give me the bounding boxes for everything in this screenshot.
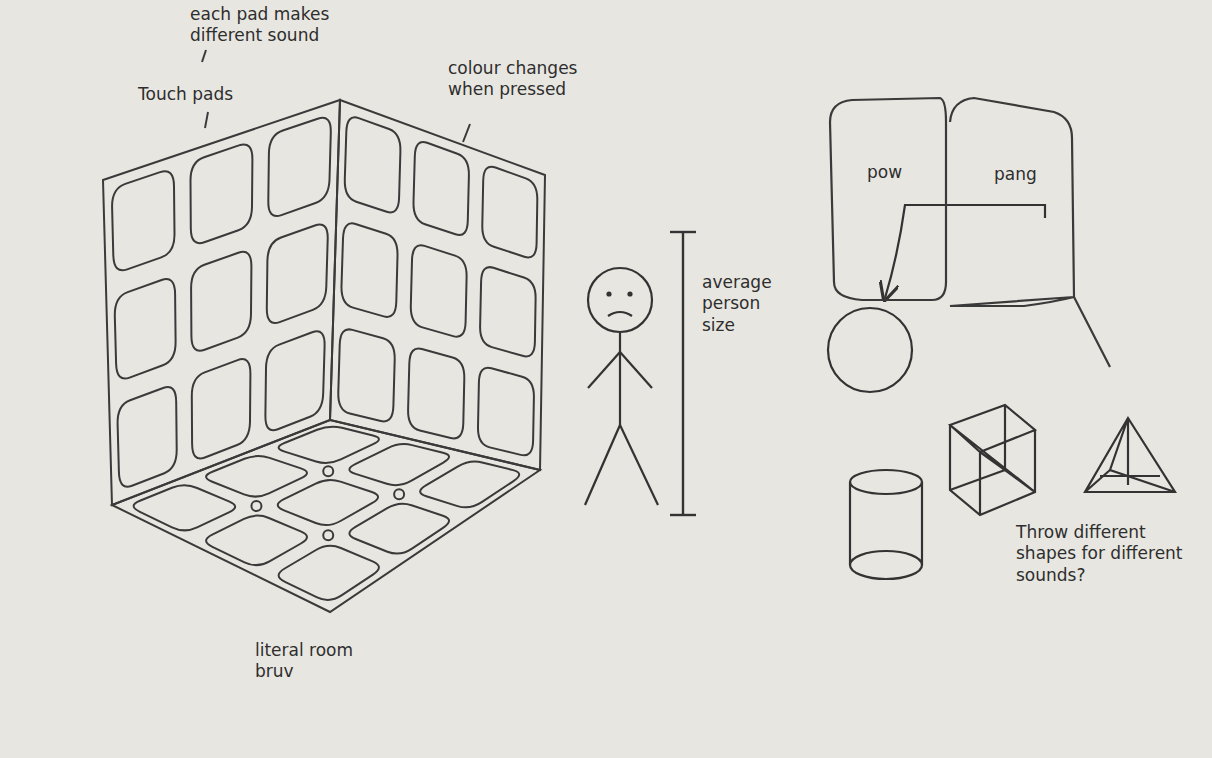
- touch-pad: [349, 444, 449, 485]
- room-drawing: [103, 100, 545, 612]
- touch-pad: [411, 245, 467, 336]
- touch-pad: [345, 117, 401, 212]
- cylinder-side: [849, 482, 851, 565]
- sketch-note: each pad makes different sound: [190, 4, 355, 47]
- sketch-note: literal room bruv: [255, 640, 365, 683]
- room-surface: [330, 100, 545, 470]
- touch-pad: [192, 359, 251, 458]
- room-surface: [103, 100, 340, 505]
- panel-outline: [822, 92, 952, 312]
- scale-bar: [670, 232, 696, 515]
- floor-sensor: [394, 489, 404, 499]
- touch-pad: [134, 485, 236, 530]
- touch-pad: [206, 516, 307, 566]
- sketch-note: Touch pads: [138, 84, 248, 105]
- floor-sensor: [323, 530, 333, 540]
- touch-pad: [206, 456, 307, 497]
- sound-word: pang: [994, 164, 1037, 185]
- leader-line: [205, 112, 208, 128]
- eye: [608, 293, 611, 296]
- touch-pad: [480, 267, 536, 356]
- touch-pad: [478, 368, 534, 456]
- panel-outline: [944, 92, 1124, 377]
- touch-pad: [267, 225, 328, 324]
- touch-pad: [118, 387, 177, 487]
- touch-pad: [279, 546, 379, 600]
- scale-tick: [670, 231, 696, 233]
- leader-line: [463, 124, 470, 142]
- panel-outline-path: [950, 98, 1110, 367]
- wall-panel: pow: [822, 92, 952, 312]
- sketch-note: Throw different shapes for different sou…: [1016, 522, 1196, 586]
- touch-pad: [115, 279, 176, 379]
- eye: [629, 293, 632, 296]
- leg: [585, 425, 620, 505]
- leg: [620, 425, 658, 505]
- panel-outline-path: [830, 98, 946, 300]
- ball: [828, 308, 912, 392]
- sketch-note: colour changes when pressed: [448, 58, 598, 101]
- throw-arrow: [885, 205, 1045, 298]
- scale-line: [682, 232, 684, 515]
- scale-tick: [670, 514, 696, 516]
- cylinder-side: [921, 482, 923, 565]
- leader-lines: [202, 50, 470, 142]
- sketch-note: average person size: [702, 272, 780, 336]
- head: [588, 268, 652, 332]
- pyramid: [1085, 418, 1175, 492]
- touch-pad: [482, 167, 537, 258]
- cylinder-bottom: [850, 551, 922, 579]
- floor-sensor: [323, 466, 333, 476]
- leader-line: [202, 50, 206, 62]
- touch-pad: [413, 142, 468, 235]
- cube: [950, 405, 1035, 515]
- touch-pad: [278, 480, 378, 525]
- touch-pad: [190, 144, 252, 243]
- touch-pad: [279, 427, 379, 463]
- touch-pad: [191, 252, 251, 351]
- touch-pad: [268, 118, 331, 216]
- arm: [620, 352, 652, 388]
- floor-sensor: [251, 501, 261, 511]
- touch-pad: [112, 171, 174, 270]
- wall-panel: pang: [944, 92, 1124, 377]
- body: [619, 332, 621, 425]
- sound-word: pow: [867, 162, 902, 183]
- arm: [588, 352, 620, 388]
- touch-pad: [341, 223, 397, 317]
- touch-pad: [338, 329, 394, 421]
- mouth: [608, 312, 632, 316]
- cylinder-top: [850, 470, 922, 494]
- touch-pad: [265, 331, 324, 430]
- touch-pad: [420, 462, 519, 508]
- touch-pad: [349, 504, 449, 554]
- touch-pad: [408, 348, 464, 438]
- room-surface: [112, 420, 540, 612]
- stick-figure: [585, 268, 658, 505]
